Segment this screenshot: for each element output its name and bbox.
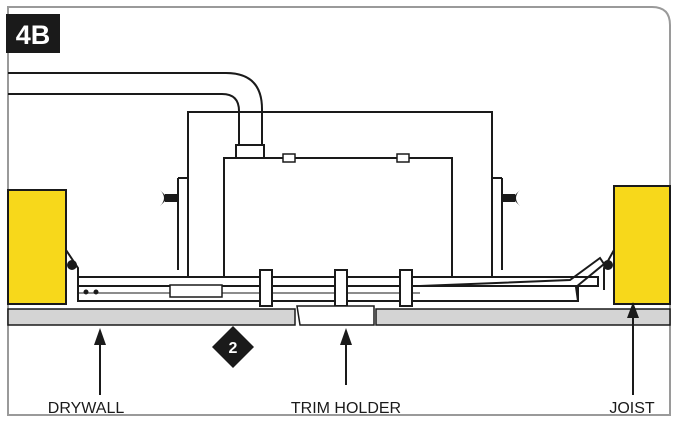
housing-bracket: [177, 111, 503, 278]
label-trim-holder: TRIM HOLDER: [291, 400, 401, 417]
step-number-marker-text: 2: [229, 340, 238, 357]
joist-right: [613, 185, 671, 305]
drywall-left: [7, 308, 296, 326]
wing-nut-icon: [501, 190, 520, 206]
wing-nut-icon: [160, 190, 179, 206]
trim-clip: [259, 269, 413, 307]
label-joist: JOIST: [609, 400, 655, 417]
joist-bracket-left: [65, 249, 79, 301]
step-label: 4B: [16, 20, 51, 50]
label-drywall: DRYWALL: [48, 400, 125, 417]
rail-screw: [93, 289, 99, 295]
junction-box-tab-right: [396, 153, 410, 163]
junction-box-tab-left: [282, 153, 296, 163]
rail-screw: [83, 289, 89, 295]
arrow-trim-holder: [340, 328, 352, 385]
step-number-marker: 2: [212, 326, 254, 368]
joist-bracket-right: [603, 249, 615, 290]
step-label-box: [6, 14, 60, 53]
conduit-connector: [235, 144, 265, 159]
hanger-bar-slide: [169, 284, 223, 298]
arrow-joist: [627, 302, 639, 395]
junction-box: [223, 157, 453, 279]
flex-conduit: [8, 72, 263, 145]
joist-left: [7, 189, 67, 305]
arrow-drywall: [94, 328, 106, 395]
figure-frame: [7, 6, 671, 416]
drywall-right: [375, 308, 671, 326]
trim-holder: [296, 305, 375, 326]
